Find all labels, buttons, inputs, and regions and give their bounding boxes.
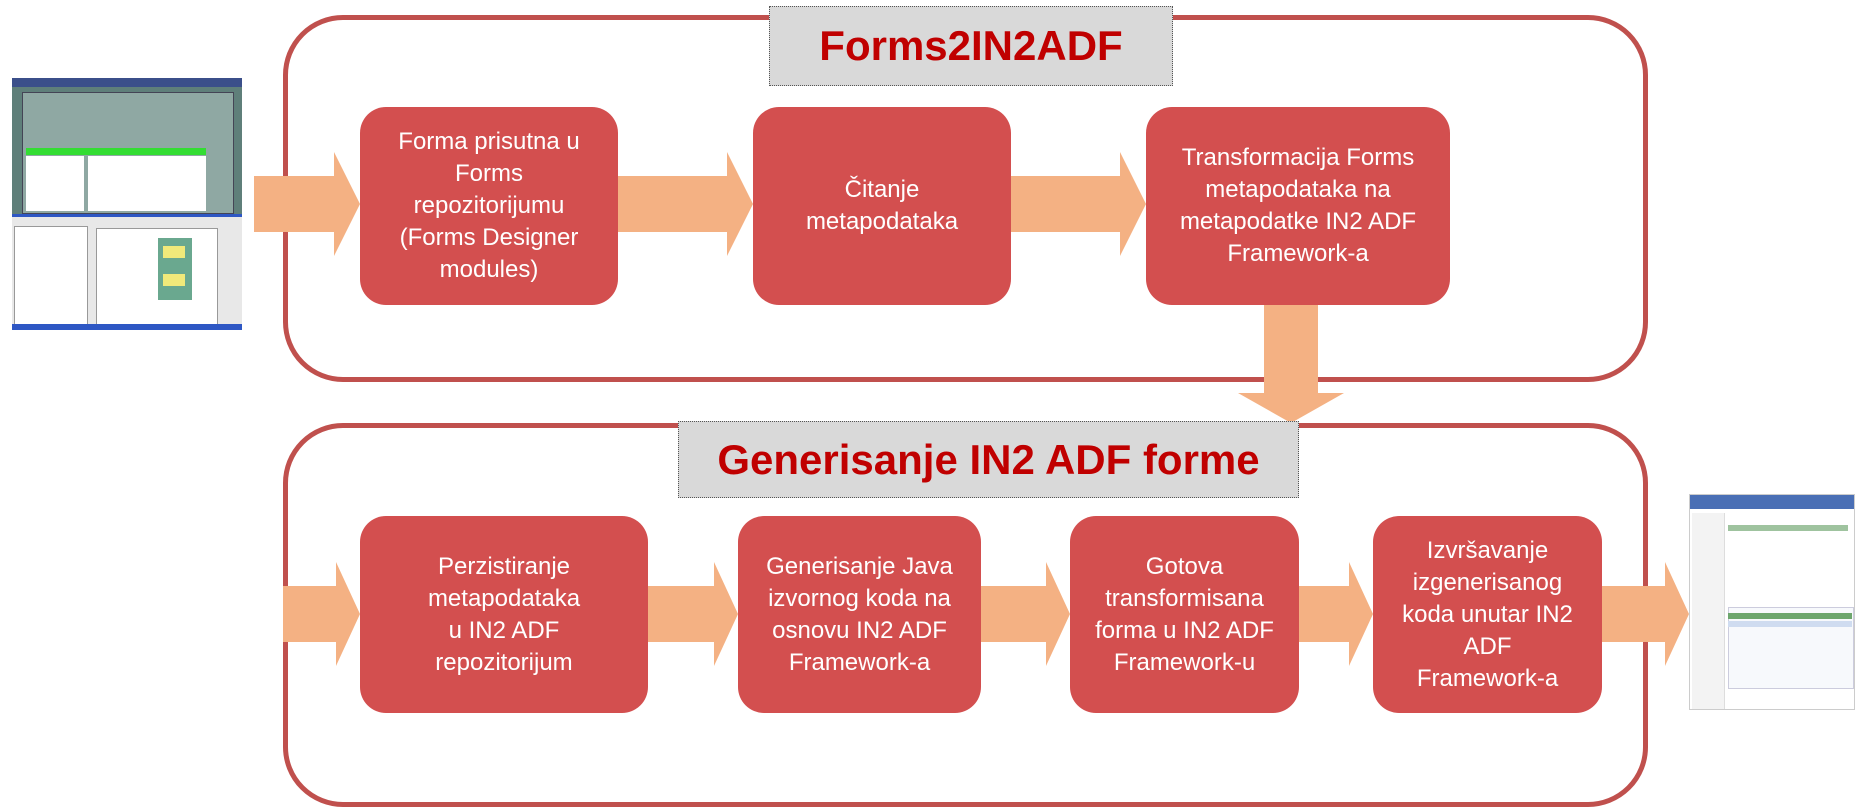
thumb-app-nav xyxy=(1692,513,1725,709)
forms-screenshot-thumbnail xyxy=(12,78,242,330)
arrow-izvrsavanje-to-output xyxy=(1602,562,1689,666)
adf-app-screenshot-thumbnail xyxy=(1689,494,1855,710)
arrow-forma-to-citanje xyxy=(618,152,753,256)
step-generisanje-java: Generisanje Java izvornog koda na osnovu… xyxy=(738,516,981,713)
arrow-input-to-forma xyxy=(254,152,360,256)
step-forma-prisutna: Forma prisutna u Forms repozitorijumu (F… xyxy=(360,107,618,305)
thumb-app-toolbar xyxy=(1728,525,1848,531)
step-izvrsavanje-text: Izvršavanje izgenerisanog koda unutar IN… xyxy=(1402,536,1573,692)
forms2in2adf-title-text: Forms2IN2ADF xyxy=(819,22,1123,69)
forms2in2adf-title: Forms2IN2ADF xyxy=(769,6,1173,86)
generisanje-title-text: Generisanje IN2 ADF forme xyxy=(717,435,1260,483)
arrow-transformacija-to-generisanje xyxy=(1238,305,1344,423)
step-transformacija-text: Transformacija Forms metapodataka na met… xyxy=(1179,144,1417,267)
step-izvrsavanje: Izvršavanje izgenerisanog koda unutar IN… xyxy=(1373,516,1602,713)
arrow-citanje-to-transformacija xyxy=(1011,152,1146,256)
step-perzistiranje: Perzistiranje metapodataka u IN2 ADF rep… xyxy=(360,516,648,713)
step-transformacija: Transformacija Forms metapodataka na met… xyxy=(1146,107,1450,305)
step-citanje-metapodataka-text: Čitanje metapodataka xyxy=(805,176,959,235)
step-generisanje-java-text: Generisanje Java izvornog koda na osnovu… xyxy=(766,552,953,676)
thumb-list-left xyxy=(26,156,84,211)
arrow-perzistiranje-to-generisanje-java xyxy=(648,562,738,666)
thumb-menubar xyxy=(12,78,242,87)
thumb-app-grid xyxy=(1728,607,1854,689)
generisanje-title: Generisanje IN2 ADF forme xyxy=(678,421,1299,498)
arrow-input-to-perzistiranje xyxy=(283,562,360,666)
step-gotova-forma: Gotova transformisana forma u IN2 ADF Fr… xyxy=(1070,516,1299,713)
thumb-app-header xyxy=(1690,495,1854,509)
thumb-tree-panel xyxy=(14,226,88,326)
thumb-statusbar xyxy=(12,324,242,330)
arrow-gotova-to-izvrsavanje xyxy=(1299,562,1373,666)
thumb-app-selected-row xyxy=(1728,621,1852,627)
thumb-list-right xyxy=(88,156,206,211)
step-gotova-forma-text: Gotova transformisana forma u IN2 ADF Fr… xyxy=(1095,552,1274,676)
step-citanje-metapodataka: Čitanje metapodataka xyxy=(753,107,1011,305)
thumb-canvas xyxy=(96,228,218,326)
thumb-app-grid-header xyxy=(1728,613,1852,619)
step-perzistiranje-text: Perzistiranje metapodataka u IN2 ADF rep… xyxy=(427,552,581,676)
thumb-canvas-item-1 xyxy=(163,246,185,258)
arrow-generisanje-java-to-gotova xyxy=(981,562,1070,666)
thumb-green-bar xyxy=(26,148,206,155)
step-forma-prisutna-text: Forma prisutna u Forms repozitorijumu (F… xyxy=(398,128,580,283)
thumb-canvas-item-2 xyxy=(163,274,185,286)
